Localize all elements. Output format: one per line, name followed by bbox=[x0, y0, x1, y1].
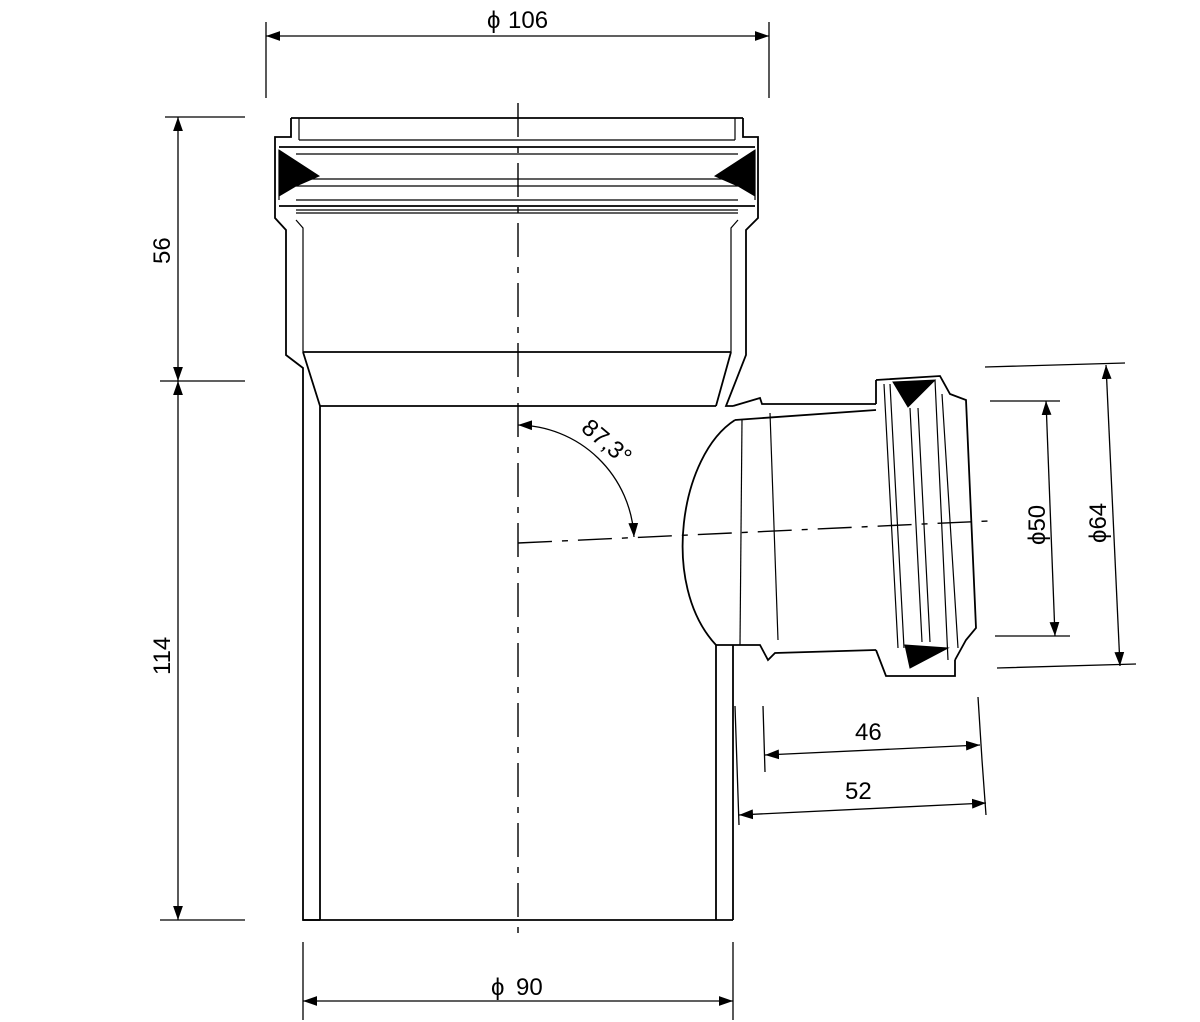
label-branch-angle: 87,3° bbox=[576, 414, 636, 471]
dimension-body-length: 114 bbox=[149, 381, 245, 921]
main-body-outline bbox=[274, 117, 759, 921]
label-branch-outer-diameter: ϕ64 bbox=[1085, 503, 1112, 543]
diameter-symbol-icon: ϕ bbox=[487, 7, 500, 34]
label-body-length: 114 bbox=[149, 637, 176, 675]
diameter-symbol-icon: ϕ bbox=[491, 974, 504, 1001]
label-socket-length: 56 bbox=[149, 237, 176, 264]
branch-inner-diameter-value: 50 bbox=[1024, 505, 1051, 532]
dimension-branch-socket-depth: 46 bbox=[762, 696, 983, 773]
label-branch-socket-depth: 46 bbox=[855, 719, 882, 746]
dimension-branch-length: 52 bbox=[734, 705, 987, 826]
dimension-branch-outer-diameter: ϕ64 bbox=[984, 362, 1137, 669]
dimension-branch-angle: 87,3° bbox=[517, 414, 639, 538]
label-socket-diameter: 106 bbox=[508, 7, 548, 34]
dimension-branch-inner-diameter: ϕ50 bbox=[990, 400, 1070, 637]
label-branch-length: 52 bbox=[845, 778, 872, 805]
diameter-symbol-icon: ϕ bbox=[1085, 530, 1112, 543]
centerlines bbox=[517, 103, 989, 940]
dimension-socket-diameter: ϕ 106 bbox=[265, 7, 770, 98]
label-pipe-diameter: 90 bbox=[516, 974, 543, 1001]
main-socket-seal bbox=[278, 146, 756, 214]
dimension-pipe-diameter: ϕ 90 bbox=[302, 942, 734, 1020]
branch-outer-diameter-value: 64 bbox=[1085, 503, 1112, 530]
diameter-symbol-icon: ϕ bbox=[1024, 532, 1051, 545]
branch-outline bbox=[681, 375, 977, 677]
dimension-socket-length: 56 bbox=[149, 116, 245, 382]
label-branch-inner-diameter: ϕ50 bbox=[1024, 505, 1051, 545]
